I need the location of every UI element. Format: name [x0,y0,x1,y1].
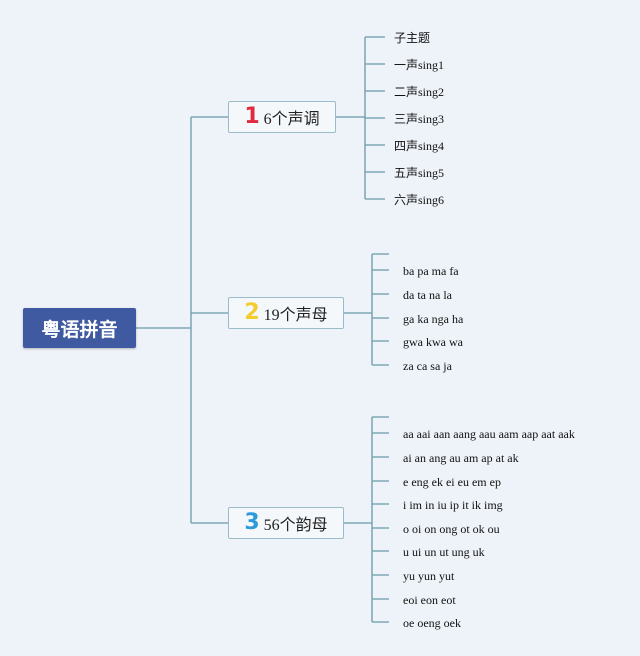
leaf-tone-subtopic[interactable]: 子主题 [394,31,431,45]
leaf-finals-6[interactable]: u ui un ut ung uk [403,545,485,559]
leaf-tone-5[interactable]: 五声sing5 [394,166,445,180]
root-label: 粤语拼音 [41,318,118,341]
leaf-tone-3[interactable]: 三声sing3 [394,112,445,126]
branch-label-tones: 6个声调 [263,111,320,128]
leaf-tone-6[interactable]: 六声sing6 [394,193,445,207]
branch-node-initials[interactable]: 2 19个声母 [228,297,344,329]
leaf-initials-3[interactable]: ga ka nga ha [403,312,464,326]
leaf-tone-4[interactable]: 四声sing4 [394,139,445,153]
branch-node-tones[interactable]: 1 6个声调 [228,101,336,133]
number-1-badge-icon: 1 [244,104,260,129]
leaf-finals-9[interactable]: oe oeng oek [403,616,461,630]
branch-node-finals[interactable]: 3 56个韵母 [228,507,344,539]
leaf-finals-8[interactable]: eoi eon eot [403,593,456,607]
number-3-badge-icon: 3 [244,510,260,535]
leaf-finals-7[interactable]: yu yun yut [403,569,455,583]
leaf-finals-5[interactable]: o oi on ong ot ok ou [403,522,500,536]
leaf-initials-4[interactable]: gwa kwa wa [403,335,463,349]
branch-label-initials: 19个声母 [263,307,328,324]
leaf-finals-2[interactable]: ai an ang au am ap at ak [403,451,519,465]
leaf-tone-2[interactable]: 二声sing2 [394,85,445,99]
leaf-tone-1[interactable]: 一声sing1 [394,58,445,72]
leaf-initials-2[interactable]: da ta na la [403,288,452,302]
number-2-badge-icon: 2 [244,300,260,325]
branch-label-finals: 56个韵母 [263,517,328,534]
root-node[interactable]: 粤语拼音 [23,308,136,348]
leaf-finals-3[interactable]: e eng ek ei eu em ep [403,475,501,489]
leaf-initials-5[interactable]: za ca sa ja [403,359,452,373]
leaf-finals-1[interactable]: aa aai aan aang aau aam aap aat aak [403,427,575,441]
leaf-finals-4[interactable]: i im in iu ip it ik img [403,498,503,512]
leaf-initials-1[interactable]: ba pa ma fa [403,264,459,278]
